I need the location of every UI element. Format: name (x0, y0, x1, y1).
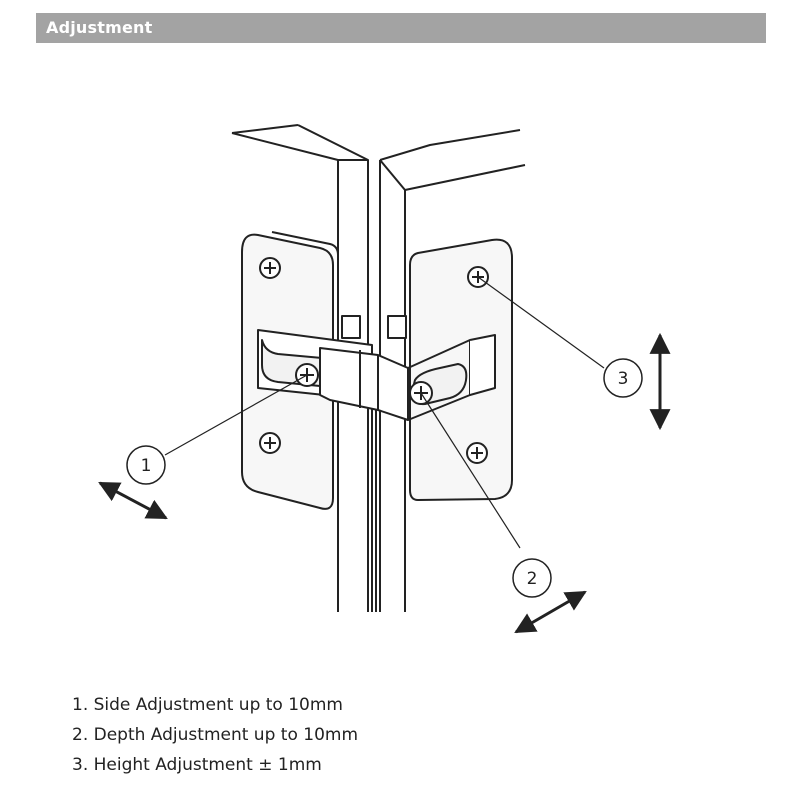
callout-3-label: 3 (618, 369, 629, 389)
callout-1-label: 1 (141, 456, 152, 476)
side-adjust-arrow (98, 481, 168, 520)
legend-item-height: 3. Height Adjustment ± 1mm (72, 755, 322, 775)
section-title: Adjustment (46, 18, 153, 37)
callout-2: 2 (512, 558, 552, 598)
legend-item-depth: 2. Depth Adjustment up to 10mm (72, 725, 359, 745)
section-header-bar: Adjustment (36, 13, 766, 43)
hinge-adjustment-diagram: 1 2 3 (98, 124, 671, 634)
depth-adjust-arrow (514, 590, 587, 634)
left-cabinet-top (231, 124, 369, 612)
callout-3: 3 (603, 358, 643, 398)
legend-item-side: 1. Side Adjustment up to 10mm (72, 695, 343, 715)
callout-2-label: 2 (527, 569, 538, 589)
screw-bottom-right (466, 442, 488, 464)
adjustment-legend: 1. Side Adjustment up to 10mm 2. Depth A… (72, 690, 358, 780)
screw-top-left (259, 257, 281, 279)
callout-1: 1 (126, 445, 166, 485)
hinge-arm (257, 329, 496, 421)
screw-bottom-left (259, 432, 281, 454)
